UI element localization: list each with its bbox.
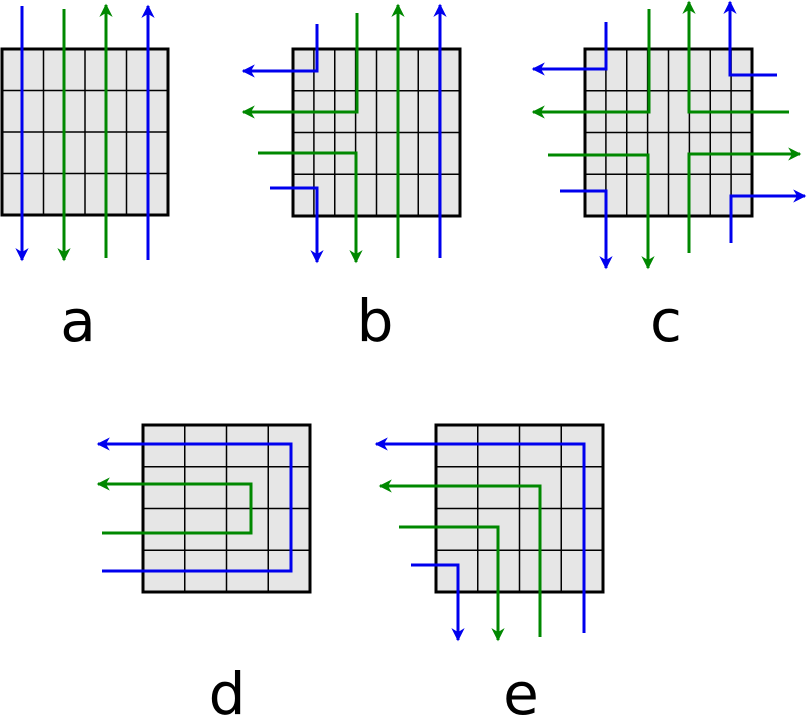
panel-b-green-path-down [258,151,363,264]
panel-a-label: a [60,287,96,355]
panel-d-label: d [209,660,246,716]
panel-a-grid [0,47,170,217]
panel-d-blue-path-loop [96,437,293,573]
panel-c-green-path-up [682,0,789,114]
panel-c-blue-path-left [531,22,608,76]
panel-e-blue-path-inner [411,563,465,642]
panel-e-grid [434,423,605,594]
panel-e: e [374,423,605,716]
panel-c-blue-path-up [723,0,777,77]
panel-c-green-path-down [548,153,655,270]
panel-e-label: e [503,660,539,716]
panel-c: c [531,0,807,355]
panel-d-grid [141,423,312,594]
panel-b-green-path-left [241,13,359,119]
panel-b-blue-path-down [270,186,324,264]
panel-d-green-path-loop [96,477,253,535]
panel-b-label: b [357,287,394,355]
panel-c-blue-path-right [729,189,807,243]
panel-d: d [96,423,312,716]
panel-c-green-path-left [531,9,651,119]
panel-c-grid [583,47,754,218]
panel-e-blue-path-outer [374,437,586,633]
panel-b-blue-path-left [241,24,319,78]
panel-c-green-path-right [687,147,802,253]
panel-e-green-path-outer [378,479,542,637]
panel-c-label: c [650,287,682,355]
panel-a: a [0,3,170,355]
panel-e-green-path-inner [399,525,505,642]
panel-b: b [241,3,462,355]
panel-c-blue-path-down [560,189,613,270]
